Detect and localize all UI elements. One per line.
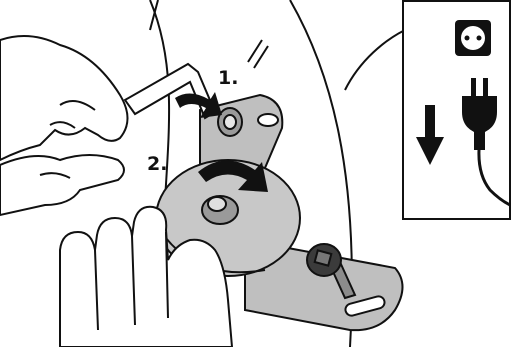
step-1-arrow — [175, 92, 222, 118]
step-2-label: 2. — [147, 153, 167, 175]
left-hand-top — [0, 36, 128, 160]
allen-key — [125, 64, 215, 118]
socket-icon — [455, 20, 491, 56]
hex-nut — [218, 108, 242, 136]
left-hand-middle — [0, 155, 124, 215]
unplug-warning-panel — [403, 1, 510, 219]
step-1-label: 1. — [218, 67, 238, 89]
